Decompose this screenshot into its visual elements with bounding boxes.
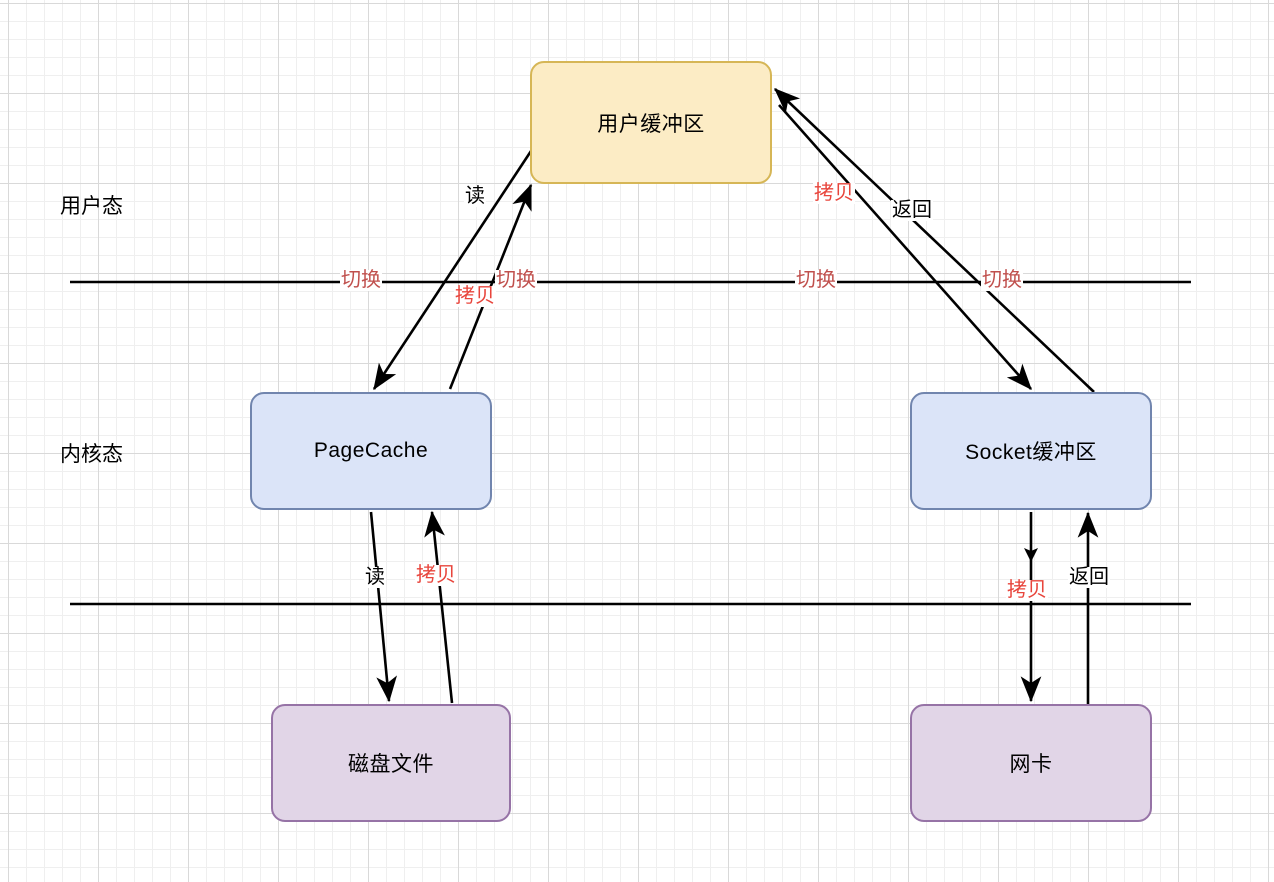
edge-label-read-pagecache-to-disk: 读 (364, 566, 386, 588)
node-pagecache[interactable]: PageCache (250, 392, 492, 510)
edge-read-pagecache-to-disk (369, 511, 398, 703)
node-disk-file[interactable]: 磁盘文件 (271, 704, 511, 822)
edge-label-read-user-to-pagecache: 读 (464, 185, 486, 207)
switch-label-4: 切换 (981, 269, 1023, 291)
edge-return-socket-to-user (774, 88, 1095, 393)
edge-copy-user-to-socket (778, 104, 1032, 390)
edge-label-copy-user-to-socket: 拷贝 (813, 182, 855, 204)
edge-label-return-socket-to-user: 返回 (891, 199, 933, 221)
edge-copy-socket-to-nic-midhead (1024, 548, 1038, 562)
node-pagecache-label: PageCache (313, 439, 429, 462)
edge-label-copy-pagecache-to-user: 拷贝 (454, 285, 496, 307)
node-nic[interactable]: 网卡 (910, 704, 1152, 822)
node-disk-file-label: 磁盘文件 (348, 753, 434, 776)
node-nic-label: 网卡 (1009, 753, 1053, 776)
node-user-buffer[interactable]: 用户缓冲区 (530, 61, 772, 184)
node-user-buffer-label: 用户缓冲区 (597, 112, 705, 136)
edge-copy-disk-to-pagecache (424, 510, 454, 704)
edge-label-copy-disk-to-pagecache: 拷贝 (415, 564, 457, 586)
node-socket-buffer[interactable]: Socket缓冲区 (910, 392, 1152, 510)
switch-label-3: 切换 (795, 269, 837, 291)
edge-label-copy-socket-to-nic: 拷贝 (1006, 579, 1048, 601)
mode-label-user: 用户态 (60, 195, 123, 218)
switch-label-1: 切换 (340, 269, 382, 291)
mode-label-kernel: 内核态 (60, 443, 123, 466)
node-socket-buffer-label: Socket缓冲区 (965, 441, 1097, 464)
switch-label-2: 切换 (495, 269, 537, 291)
edge-label-return-nic-to-socket: 返回 (1068, 566, 1110, 588)
